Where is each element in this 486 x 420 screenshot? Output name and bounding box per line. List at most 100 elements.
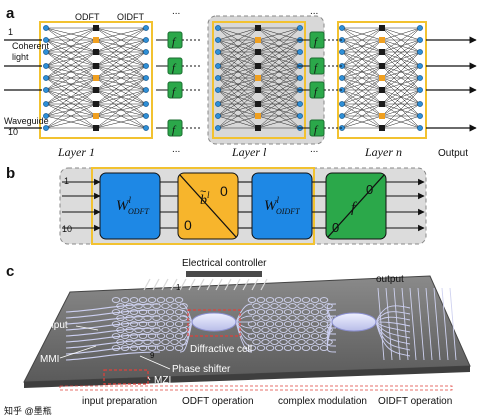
mesh-crossing (93, 101, 99, 107)
port-number-9: 9 (150, 351, 155, 360)
fanout-waveguide (375, 321, 411, 357)
fanin-waveguide (326, 321, 337, 329)
mesh-connection (217, 77, 259, 105)
b-diagonal (179, 174, 237, 238)
input-mzi-cell (165, 345, 175, 351)
b-symbol: bl (200, 190, 210, 208)
bond-wire (215, 278, 223, 291)
input-mzi-cell (143, 339, 152, 345)
modulation-cell (283, 333, 293, 339)
mesh-connection (341, 65, 383, 105)
electrical-controller-label: Electrical controller (182, 258, 267, 269)
mesh-crossing (255, 101, 261, 107)
panel-c: c Electrical controller 1 9 output input… (4, 258, 471, 416)
oidft-label: OIDFT (117, 12, 144, 22)
mesh-connection (217, 39, 259, 79)
input-mzi-cell (156, 333, 166, 339)
input-mzi-cell (120, 321, 130, 327)
modulation-cell (252, 315, 261, 321)
dots-bottom-1: ... (172, 144, 180, 155)
layer-l-box (212, 21, 306, 139)
mesh-node (339, 101, 345, 107)
mesh-connection (95, 39, 147, 79)
mesh-node (215, 37, 221, 43)
fanout-waveguide (375, 321, 411, 333)
mesh-connection (95, 103, 147, 129)
phase-shifter-leader (139, 355, 171, 370)
mesh-connection (257, 65, 301, 105)
mesh-connection (217, 89, 259, 117)
stage-complex-modulation: complex modulation (278, 396, 367, 407)
modulation-cell (306, 339, 315, 345)
mesh-node (417, 113, 423, 119)
modulation-cell (261, 327, 270, 333)
mesh-node (417, 49, 423, 55)
modulation-cell (297, 339, 306, 345)
mesh-connection (217, 115, 259, 129)
mesh-node (143, 25, 149, 31)
modulation-cell (279, 327, 288, 333)
mesh-connection (95, 51, 147, 91)
modulation-cell (301, 309, 311, 315)
input-mzi-cell (174, 309, 184, 315)
input-mzi-cell (111, 321, 121, 327)
mesh-node (43, 37, 49, 43)
mesh-connection (95, 65, 147, 91)
mesh-connection (95, 65, 147, 79)
phase-node (93, 75, 99, 81)
fanout-waveguide (235, 309, 253, 323)
watermark: 知乎 @墨瓶 (4, 405, 52, 416)
fanin-waveguide (179, 321, 193, 335)
modulation-cell (310, 321, 320, 327)
mesh-node (297, 49, 303, 55)
mesh-connection (45, 103, 97, 117)
mesh-crossing (255, 63, 261, 69)
mesh-connection (257, 39, 301, 67)
mesh-connection (95, 103, 147, 117)
mesh-connection (381, 27, 421, 41)
mesh-connection (381, 65, 421, 79)
bond-wire (197, 278, 205, 291)
modulation-cell (310, 309, 320, 315)
modulation-cell (310, 333, 320, 339)
input-mzi-cell (134, 327, 143, 333)
input-waveguide (65, 315, 161, 325)
input-mzi-cell (147, 321, 157, 327)
activation-f-label: f (172, 62, 177, 74)
b-input-last: 10 (62, 224, 72, 234)
modulation-cell (256, 333, 266, 339)
bond-wire (179, 278, 187, 291)
activation-f-label: f (314, 124, 319, 136)
mzi-leader (147, 376, 151, 381)
input-mzi-cell (165, 309, 175, 315)
input-last-label: 10 (8, 127, 18, 137)
mesh-connection (217, 77, 259, 91)
stage-bracket (59, 385, 453, 391)
modulation-cell (265, 297, 275, 303)
mesh-connection (217, 103, 259, 129)
f-diagonal (327, 174, 385, 238)
modulation-cell (301, 297, 311, 303)
mesh-connection (45, 89, 97, 117)
phase-node (255, 37, 261, 43)
modulation-cell (315, 303, 324, 309)
fanout-waveguide (235, 303, 253, 323)
mesh-crossing (93, 25, 99, 31)
modulation-cell (270, 339, 279, 345)
input-mzi-cell (165, 297, 175, 303)
mesh-connection (95, 77, 147, 105)
input-mzi-cell (152, 315, 161, 321)
mesh-connection (257, 103, 301, 117)
phase-node (255, 113, 261, 119)
mesh-connection (341, 27, 383, 41)
input-leader (75, 325, 99, 331)
mesh-node (143, 63, 149, 69)
mesh-crossing (379, 49, 385, 55)
input-waveguide (65, 327, 161, 337)
bond-wire (233, 278, 241, 291)
mesh-connection (217, 103, 259, 117)
modulation-cell (274, 345, 284, 351)
mesh-node (417, 87, 423, 93)
mesh-crossing (93, 125, 99, 131)
